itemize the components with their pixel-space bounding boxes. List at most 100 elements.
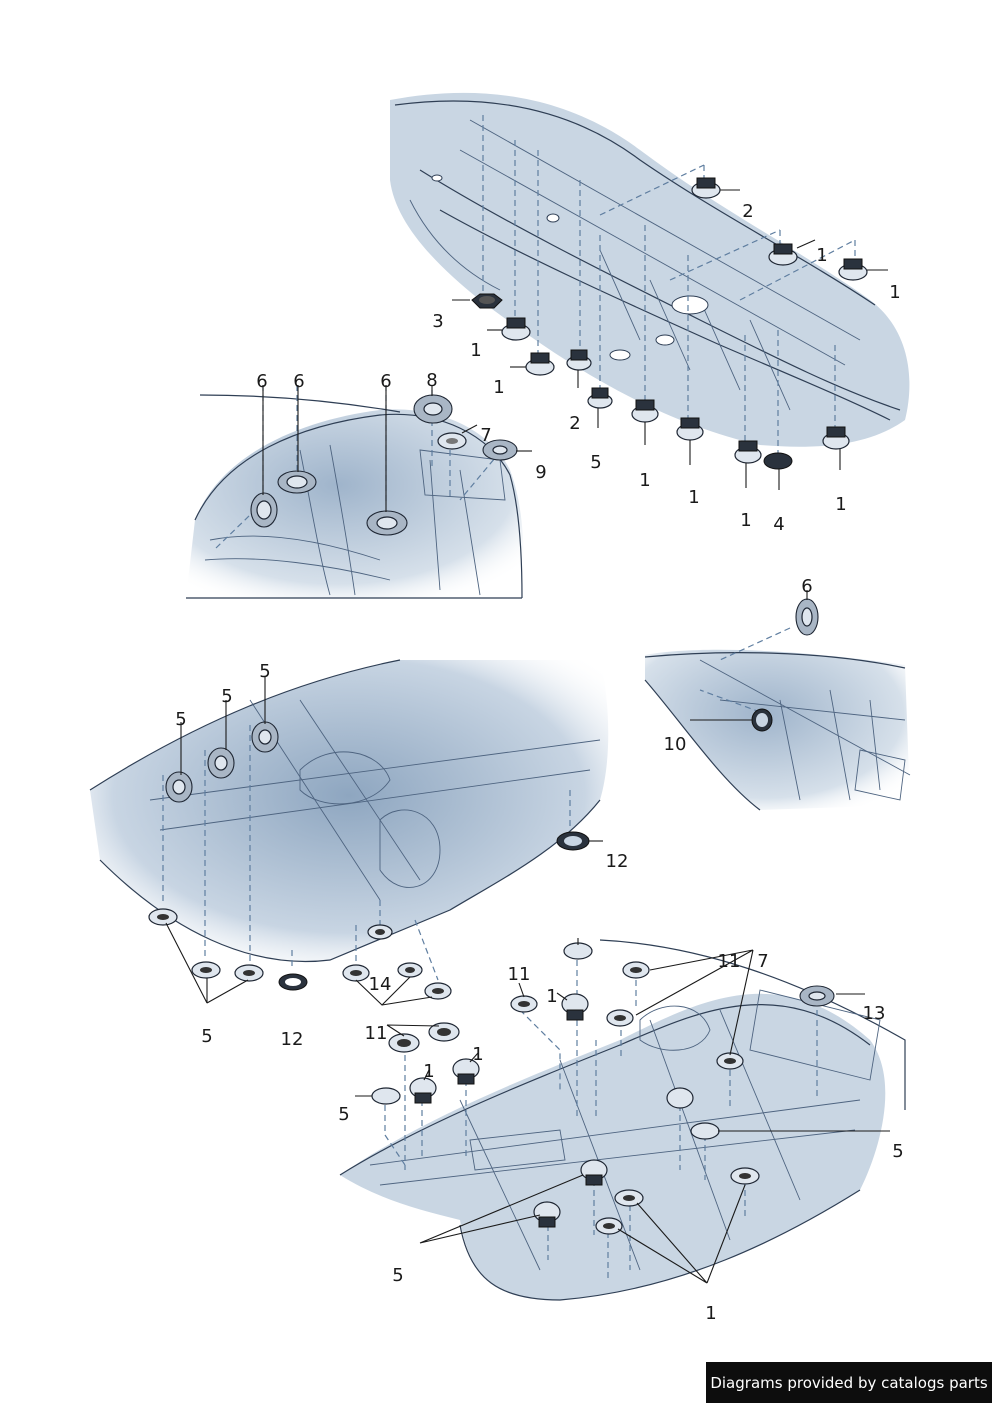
cap-icon	[388, 1033, 420, 1053]
callout-number: 1	[470, 340, 481, 361]
middle-floor-assembly	[89, 659, 609, 981]
plug-icon	[525, 352, 555, 376]
callout-number: 13	[863, 1003, 886, 1024]
grommet-icon	[207, 747, 235, 779]
nut-icon	[471, 293, 503, 309]
cap-icon	[367, 924, 393, 940]
plug-icon	[409, 1077, 437, 1104]
cap-icon	[371, 1087, 401, 1105]
cap-icon	[397, 962, 423, 978]
callout-number: 7	[480, 425, 491, 446]
callout-number: 1	[546, 986, 557, 1007]
cap-icon	[563, 942, 593, 960]
grommet-icon	[277, 470, 317, 494]
callout-number: 6	[293, 371, 304, 392]
callout-number: 1	[493, 377, 504, 398]
cap-icon	[342, 964, 370, 982]
callout-number: 1	[835, 494, 846, 515]
callout-number: 6	[256, 371, 267, 392]
callout-number: 11	[718, 951, 741, 972]
plug-icon	[676, 417, 704, 441]
plug-icon	[838, 258, 868, 281]
credit-banner: Diagrams provided by catalogs parts	[706, 1362, 992, 1403]
callout-number: 12	[281, 1029, 304, 1050]
plug-icon	[587, 387, 613, 409]
callout-number: 11	[508, 964, 531, 985]
callout-number: 1	[423, 1061, 434, 1082]
plug-icon	[580, 1159, 608, 1186]
callout-number: 2	[742, 201, 753, 222]
grommet-icon	[413, 394, 453, 424]
plug-icon	[631, 399, 659, 423]
callout-number: 7	[757, 951, 768, 972]
grommet-icon	[251, 721, 279, 753]
callout-number: 5	[259, 661, 270, 682]
plug-icon	[533, 1201, 561, 1228]
callout-number: 1	[740, 510, 751, 531]
callout-number: 5	[392, 1265, 403, 1286]
cap-icon	[763, 452, 793, 470]
cap-icon	[428, 1022, 460, 1042]
plug-icon	[566, 349, 592, 371]
callout-number: 14	[369, 974, 392, 995]
plug-icon	[734, 440, 762, 464]
cap-icon	[510, 995, 538, 1013]
cap-icon	[614, 1189, 644, 1207]
grommet-icon	[366, 510, 408, 536]
grommet-icon	[799, 985, 835, 1007]
callout-number: 1	[816, 245, 827, 266]
cap-icon	[424, 982, 452, 1000]
cap-icon	[148, 908, 178, 926]
plug-icon	[501, 317, 531, 341]
cap-icon	[191, 961, 221, 979]
rear-floor-assembly	[390, 92, 910, 455]
plug-icon	[822, 426, 850, 450]
cap-icon	[595, 1217, 623, 1235]
cap-icon	[606, 1009, 634, 1027]
callout-number: 3	[432, 311, 443, 332]
plug-icon	[561, 993, 589, 1021]
grommet-icon	[250, 492, 278, 528]
callout-number: 1	[688, 487, 699, 508]
callout-number: 12	[606, 851, 629, 872]
plug-icon	[768, 243, 798, 266]
callout-number: 1	[889, 282, 900, 303]
ring-icon	[556, 831, 590, 851]
callout-number: 5	[175, 709, 186, 730]
cap-icon	[234, 964, 264, 982]
cap-icon	[622, 961, 650, 979]
plug-icon	[666, 1087, 694, 1109]
side-section-assembly	[644, 627, 911, 811]
grommet-icon	[795, 598, 819, 636]
callout-number: 10	[664, 734, 687, 755]
callout-number: 6	[801, 576, 812, 597]
callout-number: 2	[569, 413, 580, 434]
front-floor-assembly	[339, 939, 906, 1301]
callout-number: 1	[639, 470, 650, 491]
callout-number: 11	[365, 1023, 388, 1044]
callout-number: 6	[380, 371, 391, 392]
plug-icon	[691, 177, 721, 199]
callout-number: 5	[590, 452, 601, 473]
callout-number: 5	[221, 686, 232, 707]
callout-number: 1	[472, 1044, 483, 1065]
ring-icon	[278, 973, 308, 991]
wheel-arch-assembly	[186, 385, 524, 599]
plug-icon	[452, 1058, 480, 1085]
ring-icon	[751, 708, 773, 732]
callout-number: 5	[892, 1141, 903, 1162]
cap-icon	[730, 1167, 760, 1185]
grommet-icon	[482, 439, 518, 461]
callout-number: 1	[705, 1303, 716, 1324]
cap-icon	[690, 1122, 720, 1140]
callout-number: 8	[426, 370, 437, 391]
credit-text: Diagrams provided by catalogs parts	[710, 1373, 988, 1392]
callout-number: 5	[201, 1026, 212, 1047]
callout-number: 4	[773, 514, 784, 535]
cap-icon	[716, 1052, 744, 1070]
plug-icon	[437, 432, 467, 450]
callout-number: 5	[338, 1104, 349, 1125]
grommet-icon	[165, 771, 193, 803]
